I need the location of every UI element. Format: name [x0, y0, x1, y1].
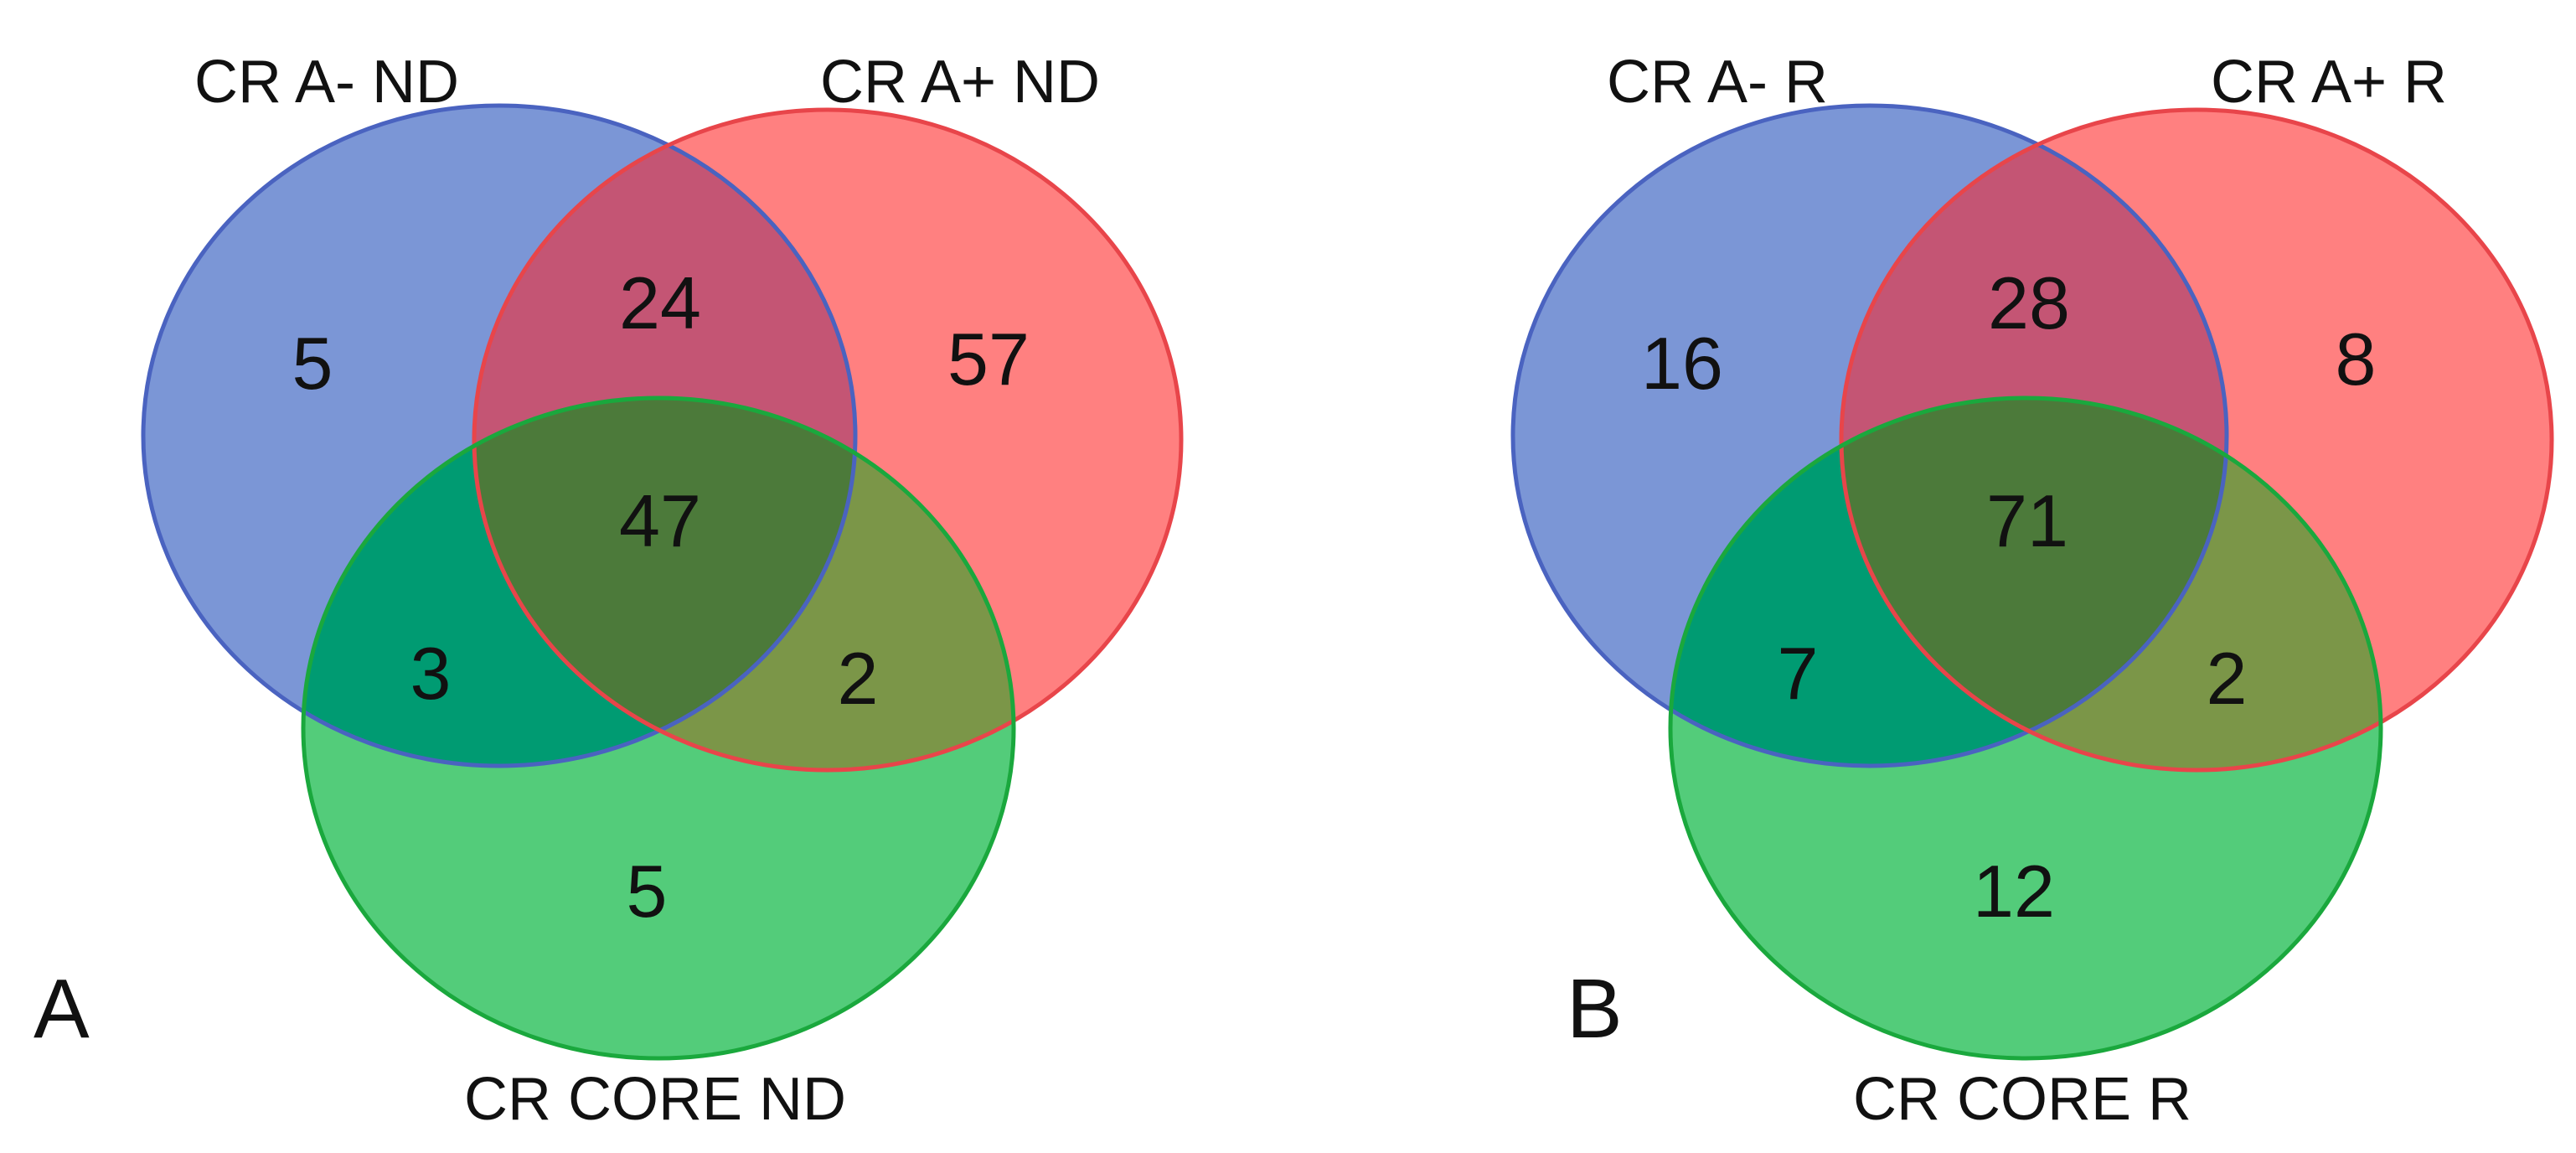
- count-set2-set3: 2: [2207, 637, 2248, 720]
- count-set1-set2: 28: [1988, 261, 2070, 344]
- count-set1-set3: 7: [1778, 632, 1819, 715]
- count-only-set2: 8: [2336, 318, 2377, 401]
- set-label-3: CR CORE ND: [464, 1066, 846, 1133]
- outline-a-minus-r: [1510, 103, 2229, 768]
- set-label-3: CR CORE R: [1853, 1066, 2191, 1133]
- count-set1-set3: 3: [410, 632, 452, 715]
- set-label-2: CR A+ ND: [820, 49, 1100, 116]
- count-all-three: 47: [619, 479, 701, 562]
- set-label-1: CR A- ND: [194, 49, 459, 116]
- venn-panel-a: CR A- ND CR A+ ND CR CORE ND 5 57 5 24 3…: [34, 49, 1184, 1133]
- count-only-set3: 5: [627, 850, 668, 933]
- count-set1-set2: 24: [619, 261, 701, 344]
- count-only-set1: 5: [292, 322, 333, 405]
- set-label-1: CR A- R: [1607, 49, 1828, 116]
- count-only-set3: 12: [1973, 850, 2055, 933]
- outline-core-r: [1668, 396, 2383, 1061]
- panel-letter-b: B: [1567, 962, 1623, 1056]
- venn-panel-b: CR A- R CR A+ R CR CORE R 16 8 12 28 7 2…: [1510, 49, 2554, 1133]
- outline-a-plus-r: [1839, 107, 2554, 773]
- count-all-three: 71: [1986, 479, 2068, 562]
- outline-a-minus-nd: [141, 103, 858, 768]
- count-only-set2: 57: [947, 318, 1030, 401]
- set-label-2: CR A+ R: [2211, 49, 2447, 116]
- outline-a-plus-nd: [472, 107, 1184, 773]
- panel-letter-a: A: [34, 962, 90, 1056]
- outline-core-nd: [301, 396, 1016, 1061]
- count-set2-set3: 2: [838, 637, 879, 720]
- count-only-set1: 16: [1641, 322, 1723, 405]
